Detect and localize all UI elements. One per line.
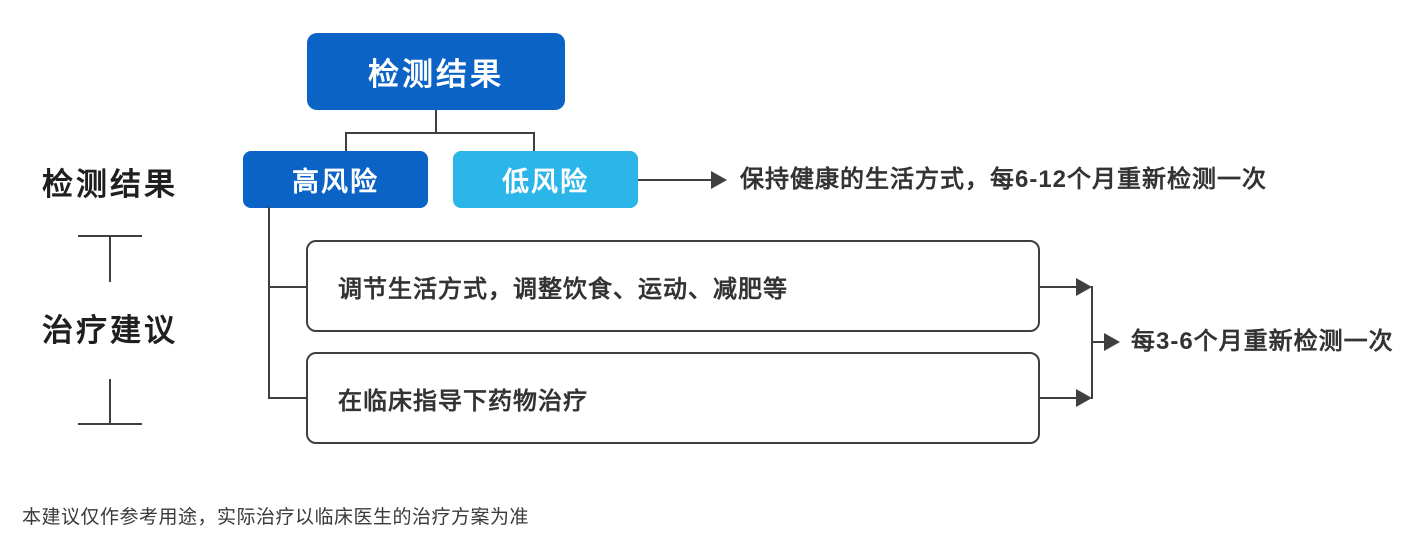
merge-line-bottom — [1040, 397, 1077, 399]
node-test-result: 检测结果 — [307, 33, 565, 110]
retest-arrow-line — [1091, 341, 1105, 343]
merge-line-top — [1040, 286, 1077, 288]
high-risk-branch-stem — [268, 207, 270, 399]
side-label-treatment-advice: 治疗建议 — [42, 313, 178, 348]
merge-arrowhead-top-icon — [1076, 278, 1092, 296]
bracket-top-stem-line — [109, 236, 111, 282]
retest-advice-text: 每3-6个月重新检测一次 — [1131, 328, 1394, 355]
merge-arrowhead-bottom-icon — [1076, 389, 1092, 407]
bracket-bottom-horizontal-line — [78, 423, 142, 425]
box-lifestyle-adjustment: 调节生活方式，调整饮食、运动、减肥等 — [306, 240, 1040, 332]
branch-to-medication-line — [268, 397, 306, 399]
disclaimer-text: 本建议仅作参考用途，实际治疗以临床医生的治疗方案为准 — [22, 507, 530, 528]
low-risk-arrowhead-icon — [711, 171, 727, 189]
bracket-bottom-stem-line — [109, 379, 111, 425]
connector-drop-high-risk — [345, 132, 347, 152]
connector-root-stem — [435, 110, 437, 133]
low-risk-advice-text: 保持健康的生活方式，每6-12个月重新检测一次 — [740, 166, 1268, 193]
low-risk-arrow-line — [638, 179, 712, 181]
side-label-test-result: 检测结果 — [42, 167, 178, 202]
node-high-risk: 高风险 — [243, 151, 428, 208]
connector-root-horizontal — [345, 132, 535, 134]
box-medication-treatment: 在临床指导下药物治疗 — [306, 352, 1040, 444]
retest-arrowhead-icon — [1104, 333, 1120, 351]
node-low-risk: 低风险 — [453, 151, 638, 208]
branch-to-lifestyle-line — [268, 286, 306, 288]
connector-drop-low-risk — [533, 132, 535, 152]
